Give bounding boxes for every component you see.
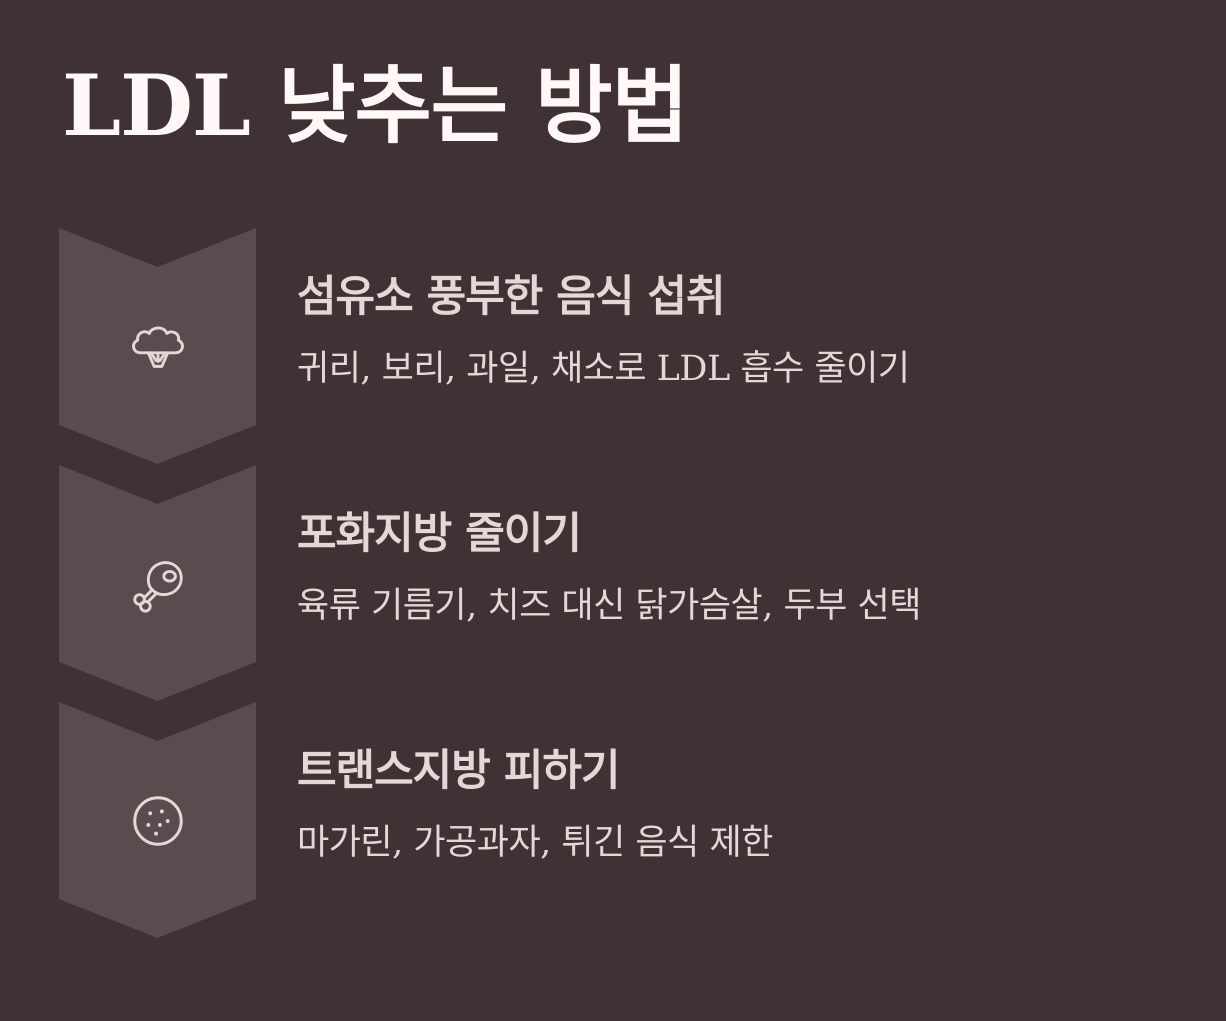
step-1-heading: 섬유소 풍부한 음식 섭취: [297, 272, 726, 322]
page-title: LDL 낮추는 방법: [62, 56, 689, 155]
step-3-chevron: [59, 702, 256, 938]
step-3-heading: 트랜스지방 피하기: [297, 746, 620, 796]
step-3-description: 마가린, 가공과자, 튀긴 음식 제한: [297, 822, 773, 863]
step-1-description: 귀리, 보리, 과일, 채소로 LDL 흡수 줄이기: [297, 348, 910, 389]
cookie-icon: [133, 796, 183, 846]
broccoli-icon: [132, 326, 184, 368]
step-2-chevron: [59, 465, 256, 701]
drumstick-icon: [133, 561, 183, 613]
step-2-heading: 포화지방 줄이기: [297, 509, 582, 559]
step-2-description: 육류 기름기, 치즈 대신 닭가슴살, 두부 선택: [297, 585, 921, 626]
step-1-chevron: [59, 228, 256, 464]
